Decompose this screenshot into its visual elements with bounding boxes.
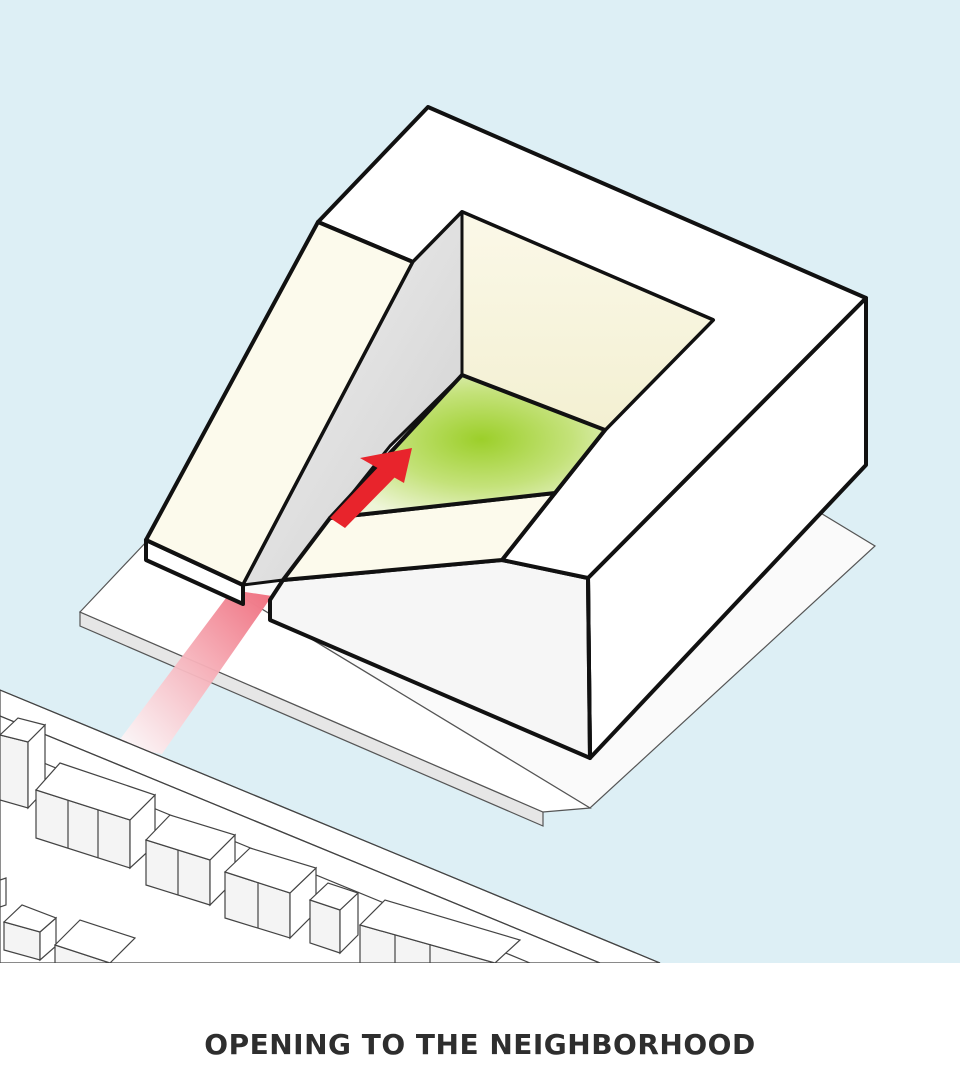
approach-path [115,590,272,754]
entry-arrow [330,448,412,528]
courtyard-green [328,373,607,520]
house-cluster [0,717,47,810]
house-cluster [2,904,58,962]
house-cluster [358,899,522,963]
arrow-head [360,448,412,483]
house-cluster [308,882,360,955]
diagram-caption: OPENING TO THE NEIGHBORHOOD [204,1028,756,1061]
courtyard-building [144,105,868,760]
neighborhood-blocks [0,689,661,963]
house-cluster [53,919,137,963]
house-cluster [144,814,237,907]
house-cluster [34,762,157,870]
house-cluster [223,847,318,940]
isometric-massing-diagram [0,0,960,963]
